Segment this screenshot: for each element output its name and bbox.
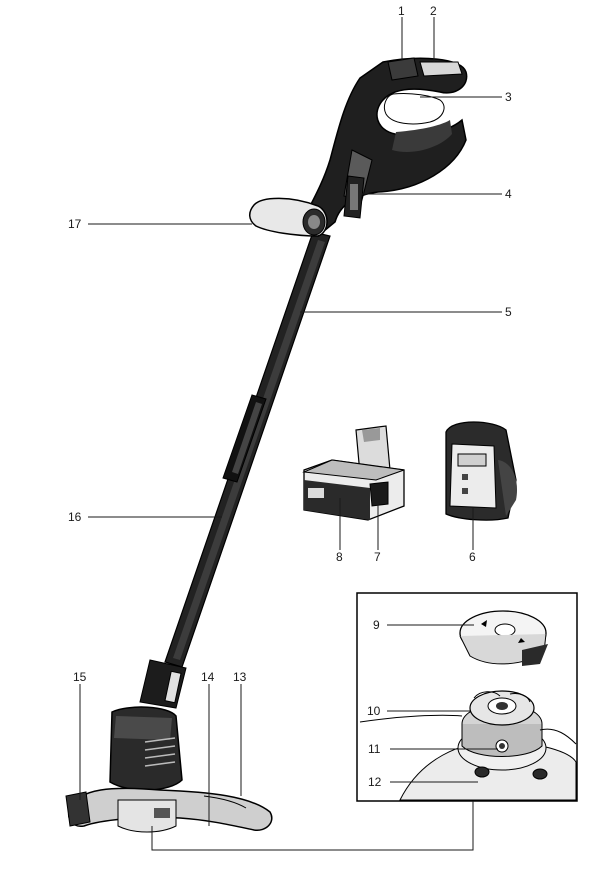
leader-lines bbox=[79, 17, 502, 826]
label-17: 17 bbox=[68, 217, 82, 231]
label-6: 6 bbox=[469, 550, 476, 564]
label-3: 3 bbox=[505, 90, 512, 104]
label-8: 8 bbox=[336, 550, 343, 564]
spool-assembly bbox=[359, 690, 577, 801]
label-2: 2 bbox=[430, 4, 437, 18]
label-1: 1 bbox=[398, 4, 405, 18]
charger-illustration bbox=[445, 421, 518, 521]
battery-illustration bbox=[302, 425, 405, 521]
label-5: 5 bbox=[505, 305, 512, 319]
detail-bracket-line bbox=[151, 801, 474, 851]
label-15: 15 bbox=[73, 670, 87, 684]
main-handle bbox=[299, 57, 468, 237]
label-13: 13 bbox=[233, 670, 247, 684]
label-16: 16 bbox=[68, 510, 82, 524]
label-7: 7 bbox=[374, 550, 381, 564]
label-10: 10 bbox=[367, 704, 381, 718]
label-14: 14 bbox=[201, 670, 215, 684]
on-off-switch bbox=[387, 57, 419, 81]
battery-release-button bbox=[369, 481, 389, 507]
callout-labels: 1 2 3 4 5 6 7 8 9 10 11 12 13 14 15 16 1… bbox=[68, 4, 512, 789]
spool-detail-box bbox=[356, 592, 578, 802]
label-4: 4 bbox=[505, 187, 512, 201]
spool-cap bbox=[459, 610, 548, 666]
label-9: 9 bbox=[373, 618, 380, 632]
label-11: 11 bbox=[368, 742, 381, 756]
trimmer-illustration bbox=[65, 57, 468, 833]
label-12: 12 bbox=[368, 775, 382, 789]
